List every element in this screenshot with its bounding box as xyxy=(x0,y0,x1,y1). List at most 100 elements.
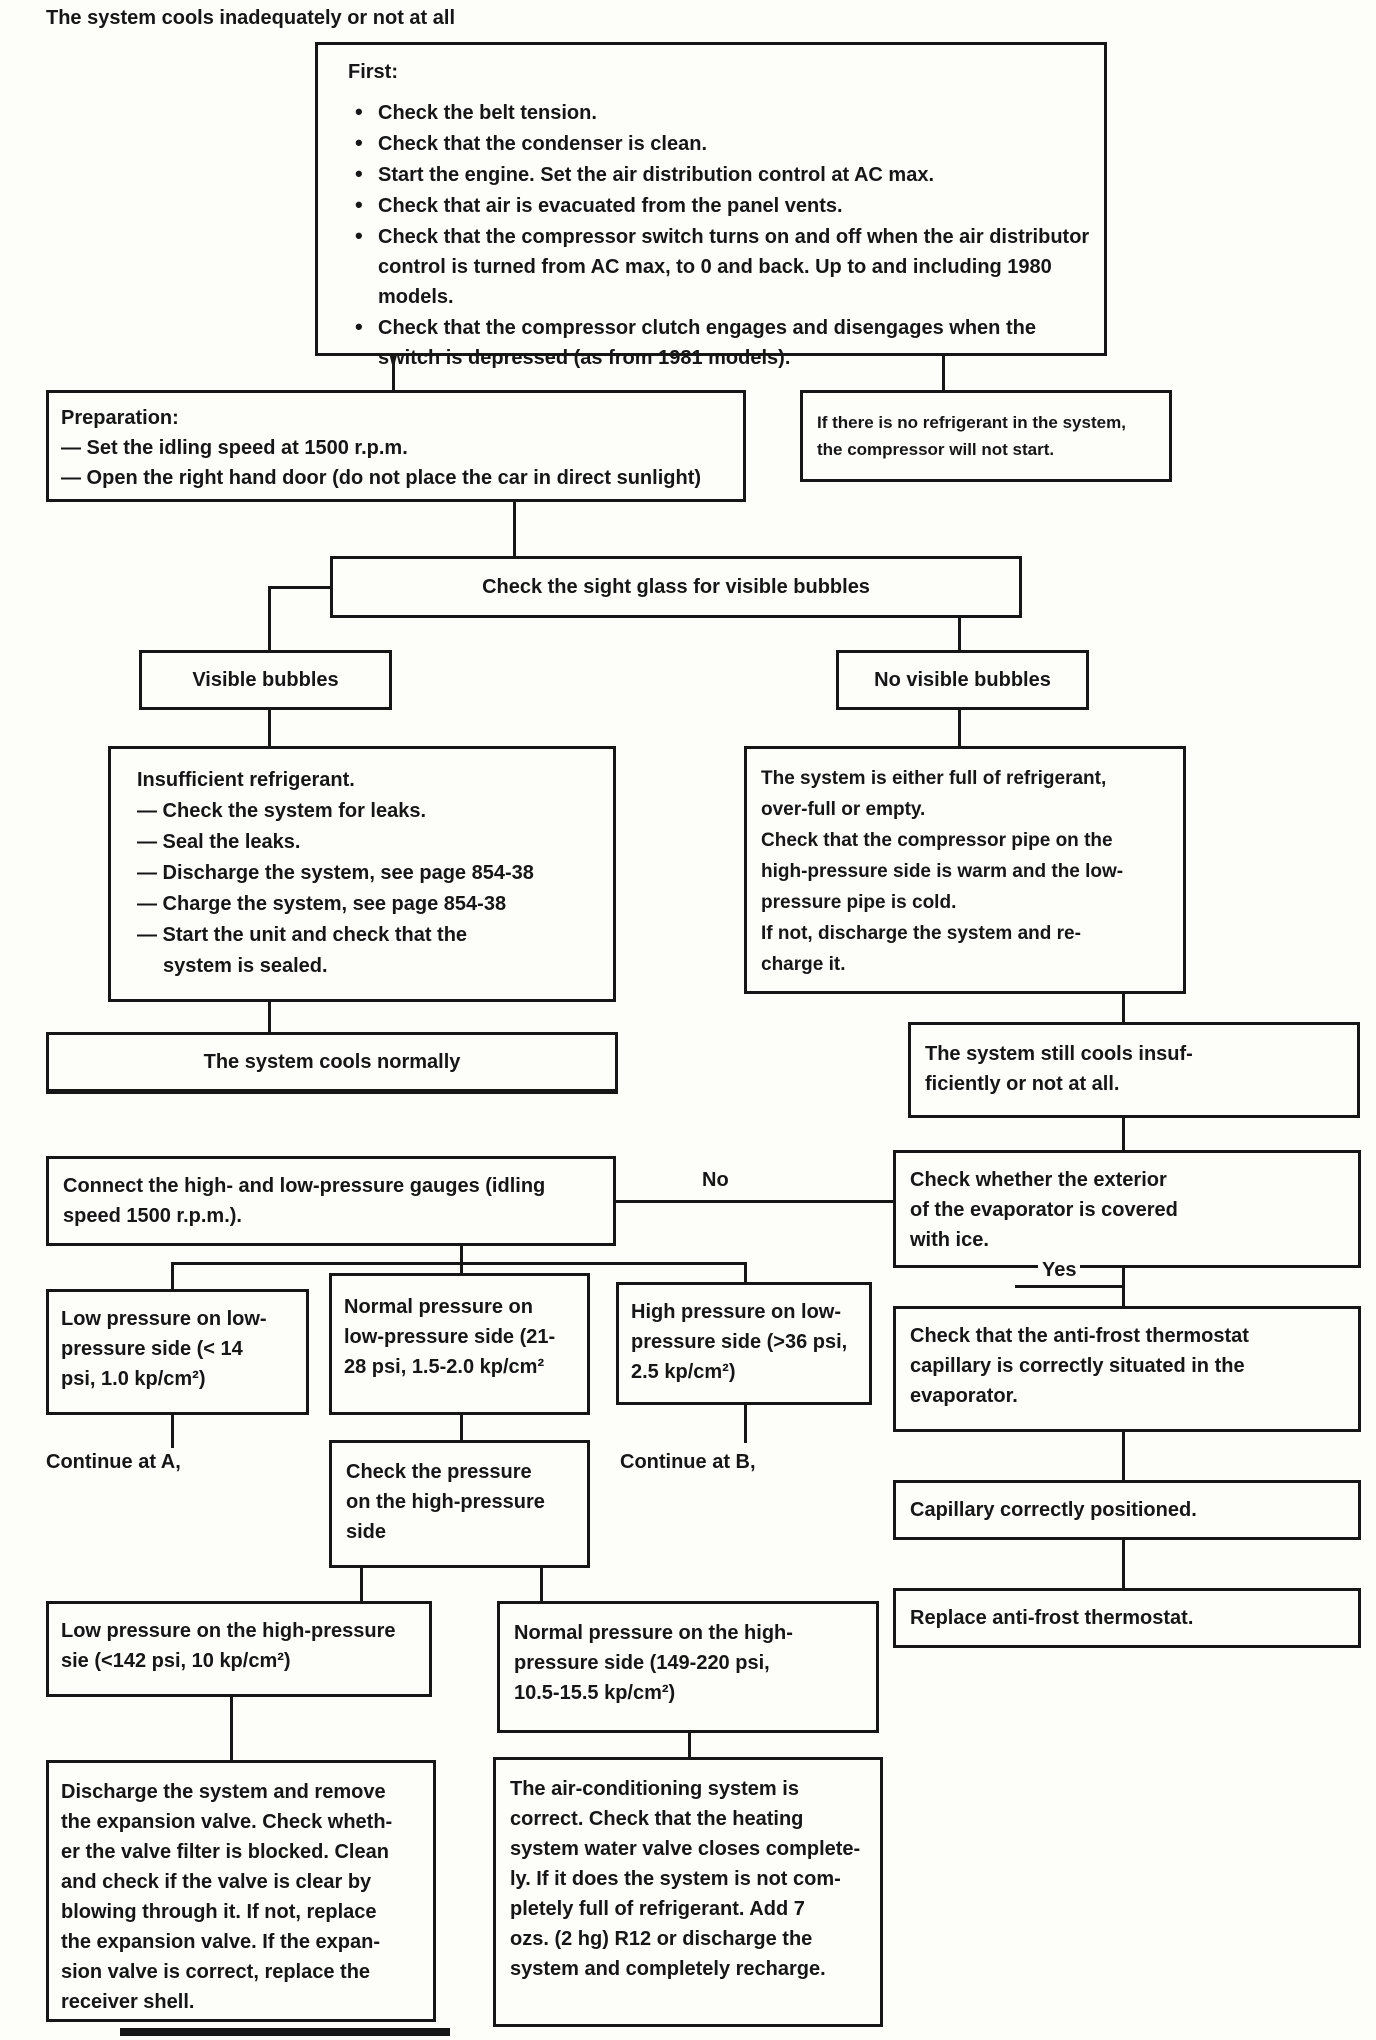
connector-line xyxy=(171,1415,174,1448)
insufficient-item: — Seal the leaks. xyxy=(137,831,301,853)
connector-line xyxy=(688,1733,691,1757)
connector-line xyxy=(1122,1118,1125,1150)
no-branch-label: No xyxy=(698,1168,733,1192)
text-line: 28 psi, 1.5-2.0 kp/cm² xyxy=(344,1356,545,1378)
connector-line xyxy=(171,1262,747,1265)
insufficient-item: — Charge the system, see page 854-38 xyxy=(137,893,507,915)
first-bullet-compressor-clutch: Check that the compressor clutch engages… xyxy=(348,312,1090,373)
text-line: the expansion valve. Check wheth- xyxy=(61,1811,393,1833)
flow-box-no-visible-bubbles: No visible bubbles xyxy=(836,650,1089,710)
text-line: pressure side (149-220 psi, xyxy=(514,1652,770,1674)
connector-line xyxy=(460,1415,463,1440)
sight-glass-text: Check the sight glass for visible bubble… xyxy=(482,576,870,598)
connector-line xyxy=(958,618,961,650)
connector-line xyxy=(540,1568,543,1601)
text-line: Check the pressure xyxy=(346,1461,532,1483)
connector-line xyxy=(392,356,395,390)
text-line: psi, 1.0 kp/cm²) xyxy=(61,1368,206,1390)
flow-box-high-pressure-low-side: High pressure on low- pressure side (>36… xyxy=(616,1282,872,1405)
text-line: 2.5 kp/cm²) xyxy=(631,1361,736,1383)
text-line: and check if the valve is clear by xyxy=(61,1871,372,1893)
flow-box-cools-normally: The system cools normally xyxy=(46,1032,618,1094)
insufficient-item: — Discharge the system, see page 854-38 xyxy=(137,862,534,884)
connector-line xyxy=(360,1568,363,1601)
connector-line xyxy=(942,356,945,390)
connector-line xyxy=(1122,1540,1125,1588)
connector-line xyxy=(460,1262,463,1273)
continue-at-a-label: Continue at A, xyxy=(42,1450,185,1474)
flow-box-visible-bubbles: Visible bubbles xyxy=(139,650,392,710)
flow-box-low-pressure-low-side: Low pressure on low- pressure side (< 14… xyxy=(46,1289,309,1415)
flow-box-anti-frost-check: Check that the anti-frost thermostat cap… xyxy=(893,1306,1361,1432)
text-line: Check that the compressor pipe on the xyxy=(761,830,1113,851)
preparation-item: — Open the right hand door (do not place… xyxy=(61,467,702,489)
text-line: pletely full of refrigerant. Add 7 xyxy=(510,1898,805,1920)
flow-box-insufficient-refrigerant: Insufficient refrigerant. — Check the sy… xyxy=(108,746,616,1002)
text-line: speed 1500 r.p.m.). xyxy=(63,1205,242,1227)
text-line: ly. If it does the system is not com- xyxy=(510,1868,841,1890)
insufficient-item: — Start the unit and check that the xyxy=(137,924,468,946)
page-edge-mark xyxy=(120,2028,450,2036)
text-line: on the high-pressure xyxy=(346,1491,545,1513)
text-line: sion valve is correct, replace the xyxy=(61,1961,371,1983)
text-line: the compressor will not start. xyxy=(817,440,1055,459)
first-bullet-compressor-switch: Check that the compressor switch turns o… xyxy=(348,221,1090,312)
connector-line xyxy=(958,710,961,746)
text-line: Normal pressure on xyxy=(344,1296,533,1318)
text-line: The system still cools insuf- xyxy=(925,1043,1193,1065)
text-line: High pressure on low- xyxy=(631,1301,842,1323)
text-line: system water valve closes complete- xyxy=(510,1838,861,1860)
first-bullet-condenser: Check that the condenser is clean. xyxy=(348,128,1090,159)
text-line: The air-conditioning system is xyxy=(510,1778,799,1800)
text-line: Low pressure on low- xyxy=(61,1308,267,1330)
text-line: ozs. (2 hg) R12 or discharge the xyxy=(510,1928,813,1950)
text-line: 10.5-15.5 kp/cm²) xyxy=(514,1682,676,1704)
flow-box-first-checks: First: Check the belt tension. Check tha… xyxy=(315,42,1107,369)
flow-box-still-cools-insufficiently: The system still cools insuf- ficiently … xyxy=(908,1022,1360,1118)
text-line: er the valve filter is blocked. Clean xyxy=(61,1841,389,1863)
text-line: high-pressure side is warm and the low- xyxy=(761,861,1124,882)
text-line: If not, discharge the system and re- xyxy=(761,923,1081,944)
insufficient-heading: Insufficient refrigerant. xyxy=(137,769,355,791)
text-line: over-full or empty. xyxy=(761,799,926,820)
flow-box-normal-pressure-low-side: Normal pressure on low-pressure side (21… xyxy=(329,1273,590,1415)
insufficient-item: — Check the system for leaks. xyxy=(137,800,427,822)
text-line: pressure side (>36 psi, xyxy=(631,1331,848,1353)
first-bullet-air-evacuated: Check that air is evacuated from the pan… xyxy=(348,190,1090,221)
flow-box-preparation: Preparation: — Set the idling speed at 1… xyxy=(46,390,746,502)
text-line: If there is no refrigerant in the system… xyxy=(817,413,1126,432)
text-line: ficiently or not at all. xyxy=(925,1073,1120,1095)
connector-line xyxy=(230,1697,233,1760)
connector-line xyxy=(1122,994,1125,1022)
replace-thermostat-text: Replace anti-frost thermostat. xyxy=(910,1607,1194,1629)
connector-line xyxy=(268,710,271,746)
text-line: Check whether the exterior xyxy=(910,1169,1167,1191)
text-line: capillary is correctly situated in the xyxy=(910,1355,1245,1377)
connector-line xyxy=(1015,1285,1122,1288)
flow-box-connect-gauges: Connect the high- and low-pressure gauge… xyxy=(46,1156,616,1246)
connector-line xyxy=(171,1262,174,1289)
flow-box-no-refrigerant-note: If there is no refrigerant in the system… xyxy=(800,390,1172,482)
text-line: receiver shell. xyxy=(61,1991,195,2013)
connector-line xyxy=(268,586,271,650)
connector-line xyxy=(616,1200,893,1203)
cools-normally-text: The system cools normally xyxy=(203,1051,461,1073)
text-line: of the evaporator is covered xyxy=(910,1199,1178,1221)
text-line: blowing through it. If not, replace xyxy=(61,1901,377,1923)
connector-line xyxy=(1122,1268,1125,1306)
first-heading: First: xyxy=(348,61,398,83)
connector-line xyxy=(744,1405,747,1443)
text-line: Discharge the system and remove xyxy=(61,1781,386,1803)
flow-box-check-high-side: Check the pressure on the high-pressure … xyxy=(329,1440,590,1568)
connector-line xyxy=(268,586,330,589)
flow-box-system-correct: The air-conditioning system is correct. … xyxy=(493,1757,883,2027)
connector-line xyxy=(268,1002,271,1032)
text-line: evaporator. xyxy=(910,1385,1018,1407)
connector-line xyxy=(460,1246,463,1262)
page-title: The system cools inadequately or not at … xyxy=(42,6,459,30)
no-visible-bubbles-text: No visible bubbles xyxy=(874,669,1051,691)
text-line: system and completely recharge. xyxy=(510,1958,826,1980)
text-line: Low pressure on the high-pressure xyxy=(61,1620,396,1642)
connector-line xyxy=(744,1262,747,1282)
flow-box-normal-pressure-high-side: Normal pressure on the high- pressure si… xyxy=(497,1601,879,1733)
